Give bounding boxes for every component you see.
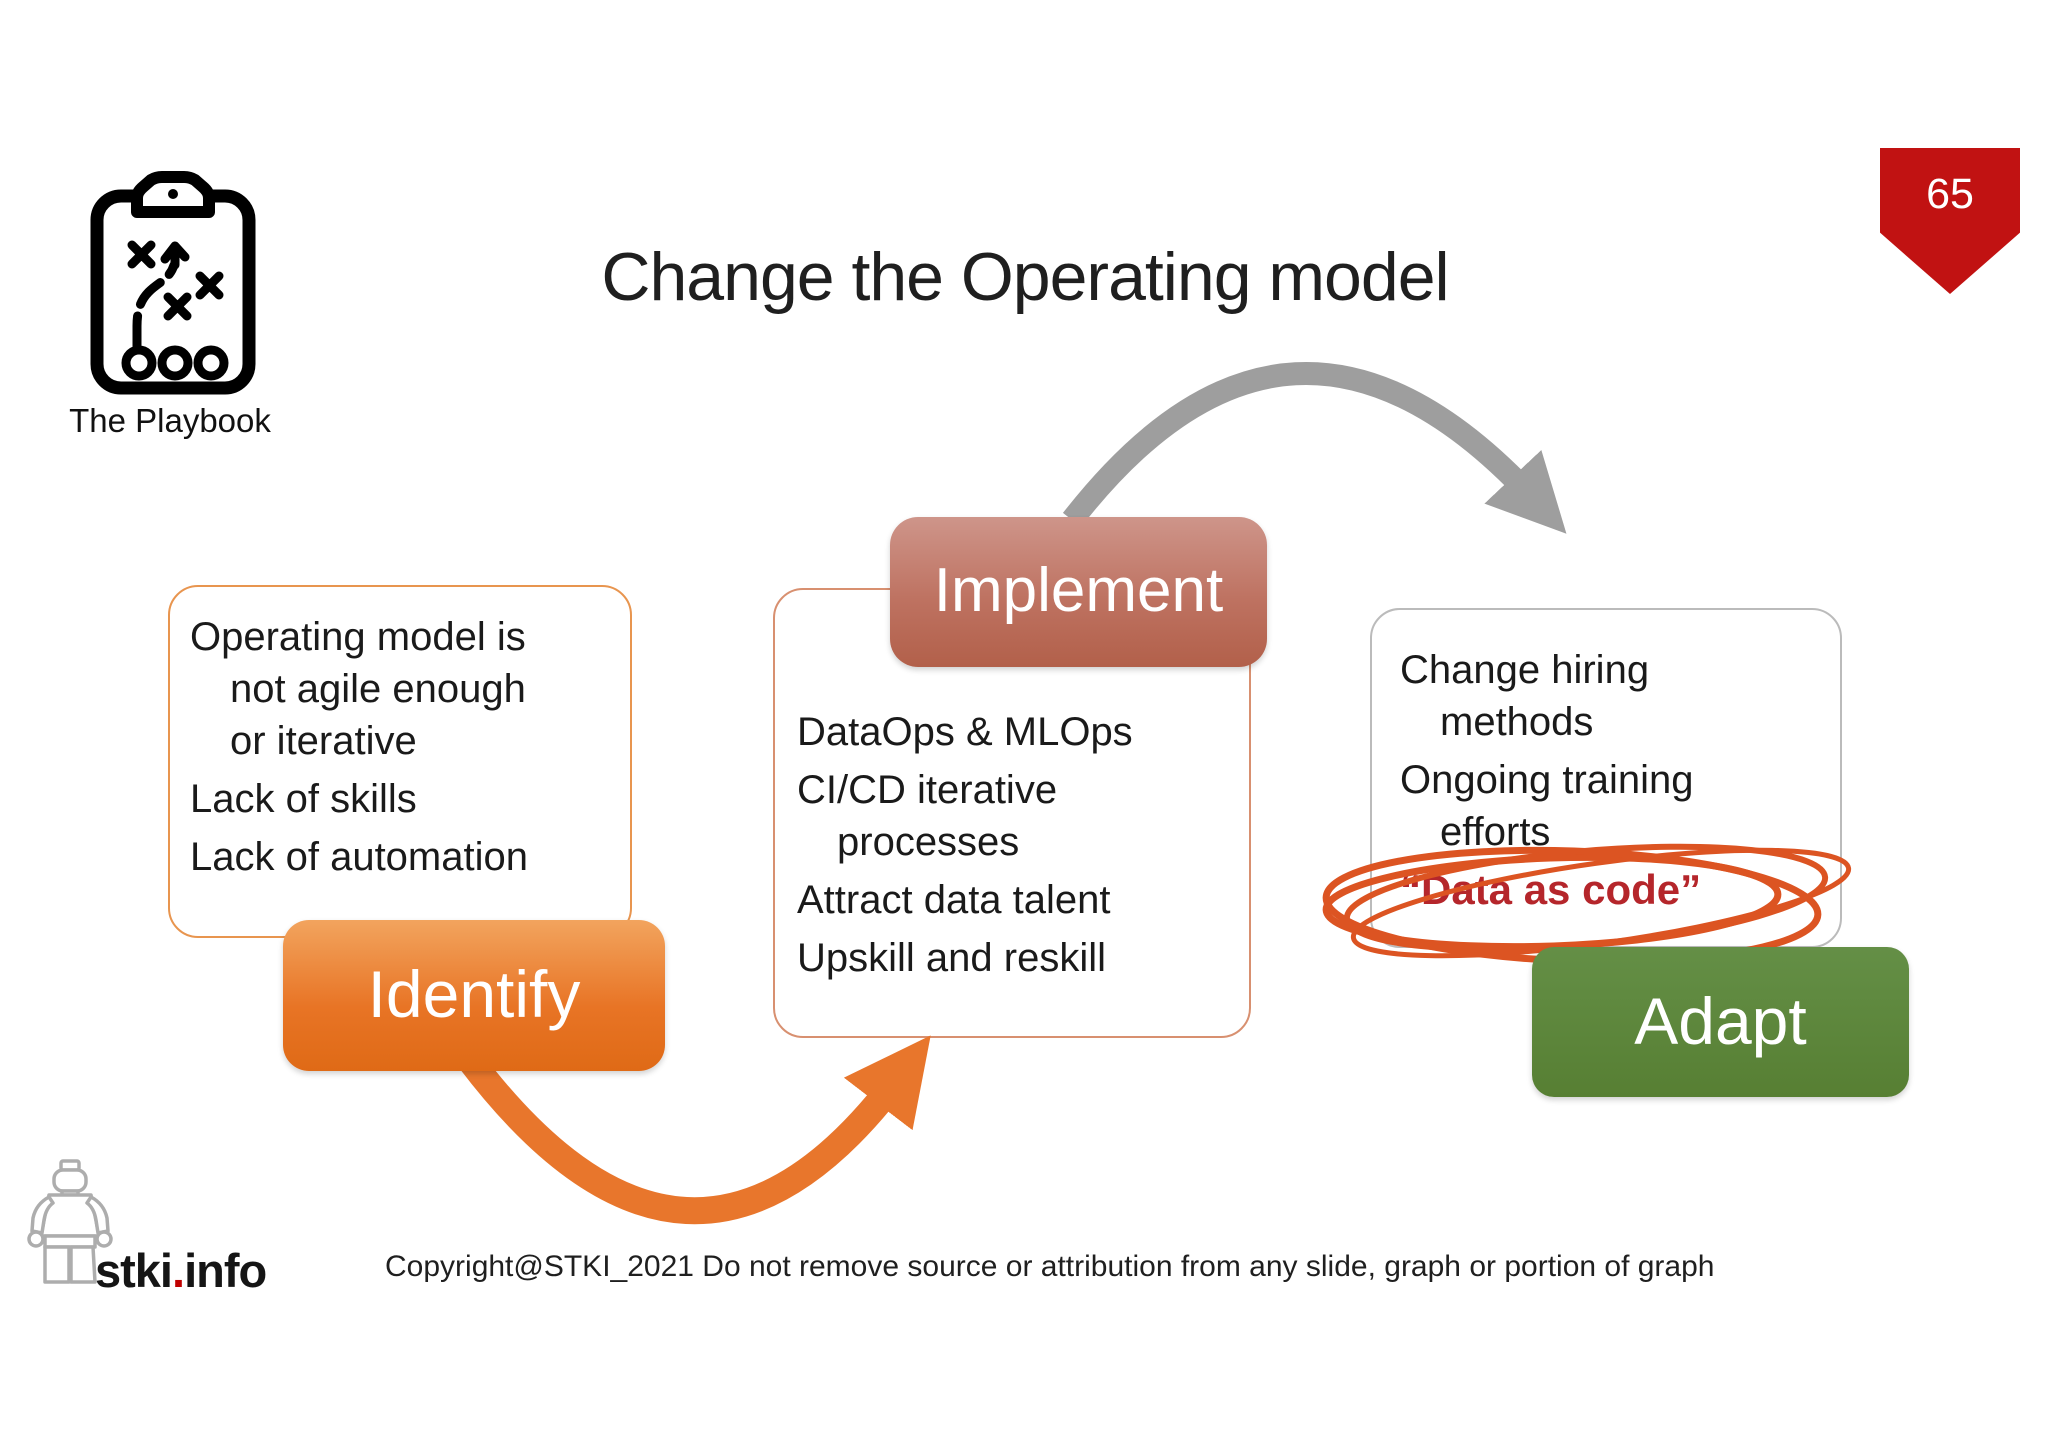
page-number-badge: 65: [1880, 148, 2020, 294]
adapt-line: methods: [1440, 700, 1594, 744]
stki-logo-dot: .: [172, 1244, 185, 1297]
implement-line: DataOps & MLOps: [797, 710, 1133, 754]
identify-stage-button: Identify: [283, 920, 665, 1071]
identify-line: not agile enough: [230, 667, 526, 711]
stki-logo-part2: info: [184, 1244, 267, 1297]
identify-line: Operating model is: [190, 615, 526, 659]
playbook-label: The Playbook: [69, 402, 271, 439]
implement-line: Attract data talent: [797, 878, 1111, 922]
identify-content-box: Operating model is not agile enough or i…: [168, 585, 632, 938]
lego-figure-icon: [27, 1159, 113, 1284]
orange-curved-arrow: [459, 1035, 931, 1225]
page-title: Change the Operating model: [601, 239, 1449, 315]
stki-logo-text: stki.info: [95, 1243, 267, 1298]
identify-line: or iterative: [230, 719, 417, 763]
gray-curved-arrow: [1062, 361, 1567, 534]
adapt-line: Change hiring: [1400, 648, 1650, 692]
identify-line: Lack of skills: [190, 777, 417, 821]
implement-line: processes: [837, 820, 1020, 864]
stki-logo-part1: stki: [95, 1244, 173, 1297]
data-as-code-highlight: “Data as code”: [1400, 866, 1702, 913]
identify-line: Lack of automation: [190, 835, 528, 879]
copyright-text: Copyright@STKI_2021 Do not remove source…: [385, 1250, 1715, 1283]
playbook-clipboard-icon: [90, 171, 256, 395]
implement-line: CI/CD iterative: [797, 768, 1058, 812]
adapt-stage-button: Adapt: [1532, 947, 1909, 1097]
implement-line: Upskill and reskill: [797, 936, 1106, 980]
adapt-line: efforts: [1440, 810, 1551, 854]
page-number: 65: [1926, 170, 1974, 218]
adapt-line: Ongoing training: [1400, 758, 1694, 802]
adapt-content-box: Change hiring methods Ongoing training e…: [1370, 608, 1842, 948]
implement-stage-button: Implement: [890, 517, 1267, 667]
